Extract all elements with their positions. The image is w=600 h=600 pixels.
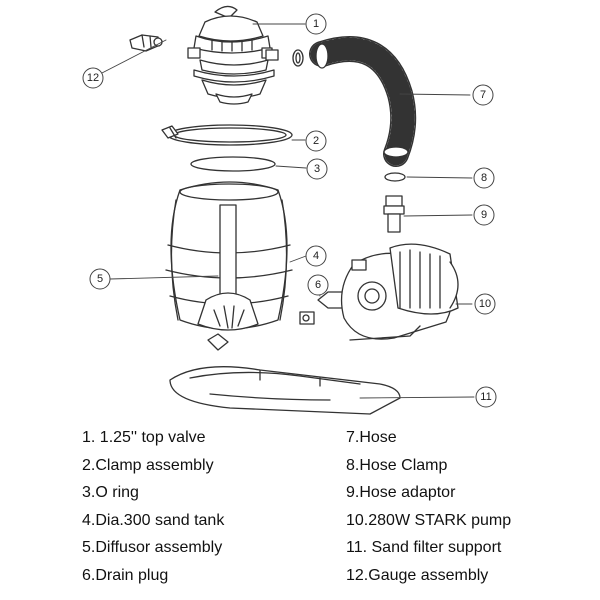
parts-legend: 1. 1.25'' top valve 2.Clamp assembly 3.O… — [0, 424, 600, 594]
callout-11-circle — [475, 386, 497, 408]
callouts — [82, 13, 497, 408]
gauge-assembly-part — [129, 34, 163, 52]
hose-clamp-part — [384, 172, 406, 182]
callout-12-circle — [82, 67, 104, 89]
legend-item-6: 6.Drain plug — [82, 566, 169, 584]
legend-item-4: 4.Dia.300 sand tank — [82, 511, 225, 529]
pump-part — [340, 243, 459, 341]
top-valve-part — [187, 5, 279, 105]
callout-7-circle — [472, 84, 494, 106]
callout-5-circle — [89, 268, 111, 290]
callout-7-label: 7 — [480, 89, 486, 101]
callout-5-label: 5 — [97, 273, 103, 285]
callout-2-label: 2 — [313, 135, 319, 147]
callout-11-label: 11 — [480, 391, 491, 403]
legend-item-11: 11. Sand filter support — [346, 539, 502, 556]
callout-1-label: 1 — [313, 18, 319, 30]
callout-8-circle — [473, 167, 495, 189]
legend-left-column: 1. 1.25'' top valve 2.Clamp assembly 3.O… — [82, 424, 224, 589]
callout-2-circle — [305, 130, 327, 152]
legend-item-5: 5.Diffusor assembly — [82, 539, 223, 556]
filter-support-part — [169, 366, 401, 415]
hose-adaptor-part — [383, 195, 405, 233]
callout-4-label: 4 — [313, 250, 319, 262]
legend-item-8: 8.Hose Clamp — [346, 456, 448, 474]
legend-item-3: 3.O ring — [82, 484, 139, 501]
callout-1-circle — [305, 13, 327, 35]
callout-3-label: 3 — [314, 163, 320, 175]
diffusor-base — [197, 292, 259, 331]
drain-plug-part — [299, 291, 345, 325]
small-clamp-part — [292, 49, 304, 67]
leader-lines — [99, 23, 475, 399]
callout-6-circle — [307, 274, 329, 296]
legend-right-column: 7.Hose 8.Hose Clamp 9.Hose adaptor 10.28… — [346, 424, 511, 589]
exploded-parts-diagram: 1 2 3 4 5 6 7 8 9 10 11 12 — [82, 5, 497, 415]
callout-4-circle — [305, 245, 327, 267]
legend-item-9: 9.Hose adaptor — [346, 484, 456, 501]
callout-3-circle — [306, 158, 328, 180]
clamp-assembly-part — [161, 124, 293, 146]
callout-10-circle — [474, 293, 496, 315]
callout-9-circle — [473, 204, 495, 226]
callout-9-label: 9 — [481, 209, 487, 221]
sand-tank-part — [165, 181, 293, 351]
callout-10-label: 10 — [479, 298, 491, 310]
legend-item-10: 10.280W STARK pump — [346, 511, 512, 529]
hose-part — [309, 36, 417, 167]
legend-item-1: 1. 1.25'' top valve — [82, 429, 206, 446]
legend-item-12: 12.Gauge assembly — [346, 566, 489, 584]
o-ring-part — [190, 156, 276, 172]
legend-item-2: 2.Clamp assembly — [82, 456, 214, 474]
callout-8-label: 8 — [481, 172, 487, 184]
callout-12-label: 12 — [87, 72, 99, 84]
diffusor-pipe — [219, 204, 237, 296]
legend-item-7: 7.Hose — [346, 429, 397, 446]
callout-6-label: 6 — [315, 279, 321, 291]
